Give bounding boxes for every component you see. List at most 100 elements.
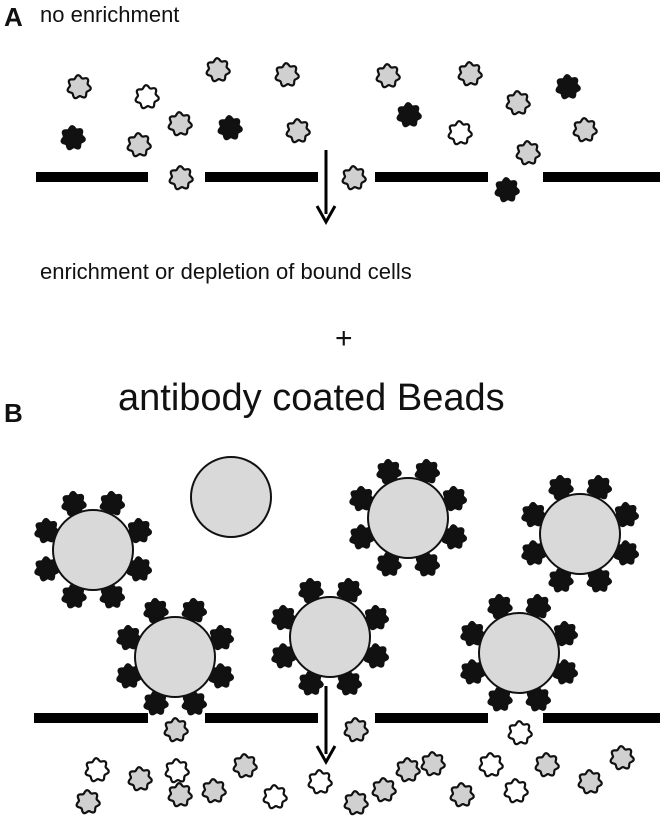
filter-barrier [205, 713, 318, 723]
plus-sign: + [335, 322, 353, 355]
black-cell [494, 177, 520, 203]
black-cell [271, 643, 297, 669]
gray-cell [449, 782, 475, 808]
panel-a-illustration [36, 57, 660, 226]
gray-cell [126, 132, 152, 158]
black-cell [271, 604, 297, 631]
filter-barrier [543, 713, 660, 723]
gray-cell [343, 717, 369, 743]
gray-cell [577, 769, 603, 795]
gray-cell [205, 57, 231, 83]
gray-cell [167, 111, 193, 137]
gray-cell [75, 789, 101, 815]
black-cell [116, 624, 142, 651]
black-cell [217, 115, 243, 141]
filter-barrier [375, 713, 488, 723]
black-cell [34, 556, 60, 582]
black-cell [521, 501, 547, 528]
black-cell [552, 659, 579, 685]
black-cell [414, 458, 441, 484]
black-cell [552, 620, 579, 647]
gray-cell [609, 745, 635, 771]
black-cell [208, 663, 235, 689]
black-cell [414, 551, 441, 577]
black-cell [363, 643, 390, 669]
gray-cell [420, 751, 446, 777]
gray-cell [232, 753, 258, 779]
gray-cell [343, 790, 369, 816]
gray-cell [534, 752, 560, 778]
middle-caption: enrichment or depletion of bound cells [40, 259, 412, 284]
panel-b-letter: B [4, 398, 23, 428]
panel-a-caption: no enrichment [40, 2, 180, 27]
black-cell [613, 501, 640, 528]
black-cell [521, 540, 547, 566]
black-cell [613, 540, 640, 566]
black-cell [181, 597, 208, 623]
panel-b-caption: antibody coated Beads [118, 377, 505, 419]
filter-barrier [36, 172, 148, 182]
white-cell [134, 84, 160, 110]
gray-cell [457, 61, 483, 87]
gray-cell [515, 140, 541, 166]
gray-cell [163, 717, 189, 743]
antibody-coated-bead [367, 477, 449, 559]
filter-barrier [543, 172, 660, 182]
filter-barrier [205, 172, 318, 182]
gray-cell [168, 165, 194, 191]
white-cell [478, 752, 504, 778]
black-cell [126, 556, 153, 582]
black-cell [349, 485, 375, 512]
gray-cell [274, 62, 300, 88]
black-cell [586, 474, 613, 500]
flow-arrow-head [315, 205, 337, 226]
white-cell [262, 784, 288, 810]
black-cell [99, 490, 126, 516]
gray-cell [285, 118, 311, 144]
black-cell [116, 663, 142, 689]
black-cell [99, 583, 126, 609]
gray-cell [505, 90, 531, 116]
black-cell [460, 620, 486, 647]
black-cell [555, 74, 581, 100]
antibody-coated-bead [289, 596, 371, 678]
black-cell [363, 604, 390, 631]
panel-a-letter: A [4, 2, 23, 32]
black-cell [126, 517, 153, 544]
black-cell [396, 102, 422, 128]
black-cell [34, 517, 60, 544]
gray-cell [127, 766, 153, 792]
white-cell [507, 720, 533, 746]
black-cell [441, 524, 468, 550]
white-cell [447, 120, 473, 146]
filter-barrier [34, 713, 148, 723]
white-cell [307, 769, 333, 795]
antibody-coated-bead [134, 616, 216, 698]
white-cell [164, 758, 190, 784]
black-cell [586, 567, 613, 593]
black-cell [181, 690, 208, 716]
gray-cell [201, 778, 227, 804]
black-cell [460, 659, 486, 685]
flow-arrow-head [315, 745, 337, 766]
black-cell [441, 485, 468, 512]
antibody-coated-bead [478, 612, 560, 694]
black-cell [525, 593, 552, 619]
black-cell [525, 686, 552, 712]
gray-cell [167, 782, 193, 808]
filter-barrier [375, 172, 488, 182]
gray-cell [395, 757, 421, 783]
white-cell [503, 778, 529, 804]
gray-cell [572, 117, 598, 143]
gray-cell [66, 74, 92, 100]
gray-cell [371, 777, 397, 803]
black-cell [349, 524, 375, 550]
panel-b-illustration [34, 456, 660, 816]
black-cell [336, 577, 363, 603]
white-cell [84, 757, 110, 783]
black-cell [60, 125, 86, 151]
black-cell [336, 670, 363, 696]
antibody-coated-bead [52, 509, 134, 591]
black-cell [208, 624, 235, 651]
